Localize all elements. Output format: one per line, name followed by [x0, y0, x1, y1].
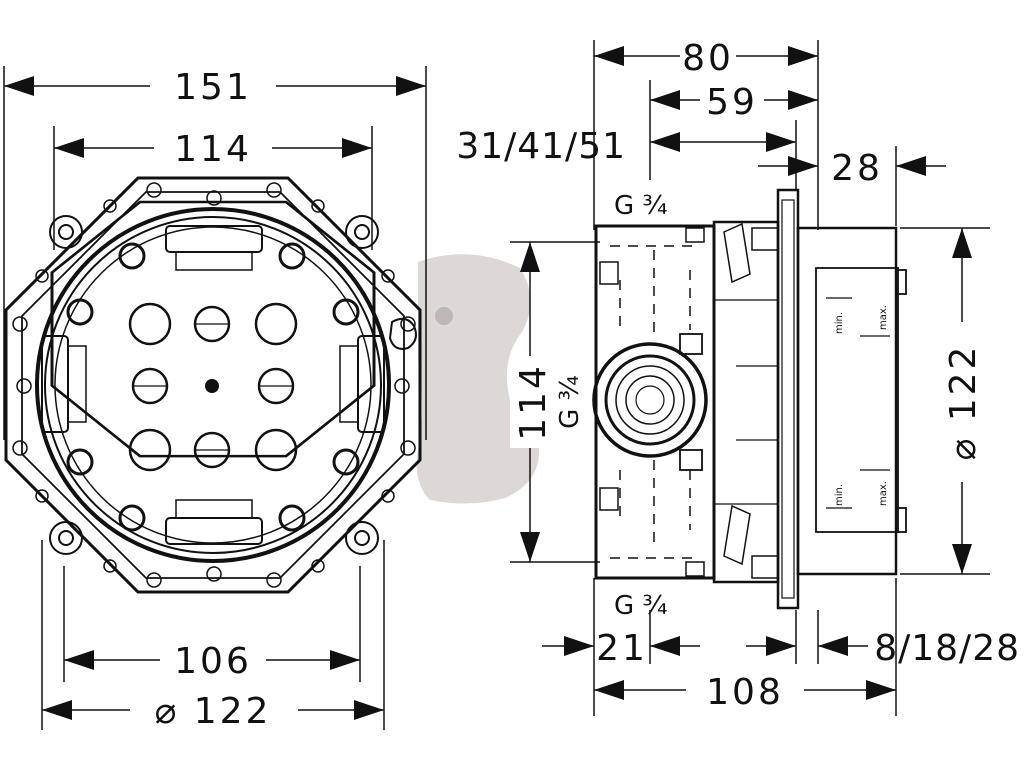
dim-28: 28 — [831, 148, 883, 189]
dim-59: 59 — [706, 82, 758, 123]
dim-front-diameter: ⌀ 122 — [155, 691, 272, 732]
dim-overall-width: 151 — [174, 67, 252, 108]
front-view — [3, 66, 427, 730]
logo-watermark-icon — [416, 254, 540, 504]
thread-bottom: G ¾ — [614, 591, 668, 621]
marker-min-top: min. — [834, 312, 845, 334]
dim-bottom-span: 106 — [174, 641, 252, 682]
side-view — [510, 40, 990, 716]
dim-21: 21 — [596, 628, 648, 669]
dim-options: 31/41/51 — [456, 126, 626, 167]
dim-overall-depth: 108 — [706, 672, 784, 713]
side-dimensions: 80 59 31/41/51 28 114 ⌀ 122 21 8/18/28 1… — [456, 38, 1020, 713]
marker-min-bottom: min. — [834, 484, 845, 506]
marker-max-bottom: max. — [878, 481, 889, 506]
marker-max-top: max. — [878, 305, 889, 330]
dim-plaster-depth: 8/18/28 — [874, 628, 1020, 669]
thread-top: G ¾ — [614, 191, 668, 221]
dim-side-diameter: ⌀ 122 — [943, 344, 984, 461]
front-dimensions: 151 114 106 ⌀ 122 — [4, 66, 426, 732]
dim-height: 114 — [513, 363, 554, 441]
dim-lug-span: 114 — [174, 129, 252, 170]
dim-depth: 80 — [682, 38, 734, 79]
thread-middle: G ¾ — [555, 375, 585, 429]
